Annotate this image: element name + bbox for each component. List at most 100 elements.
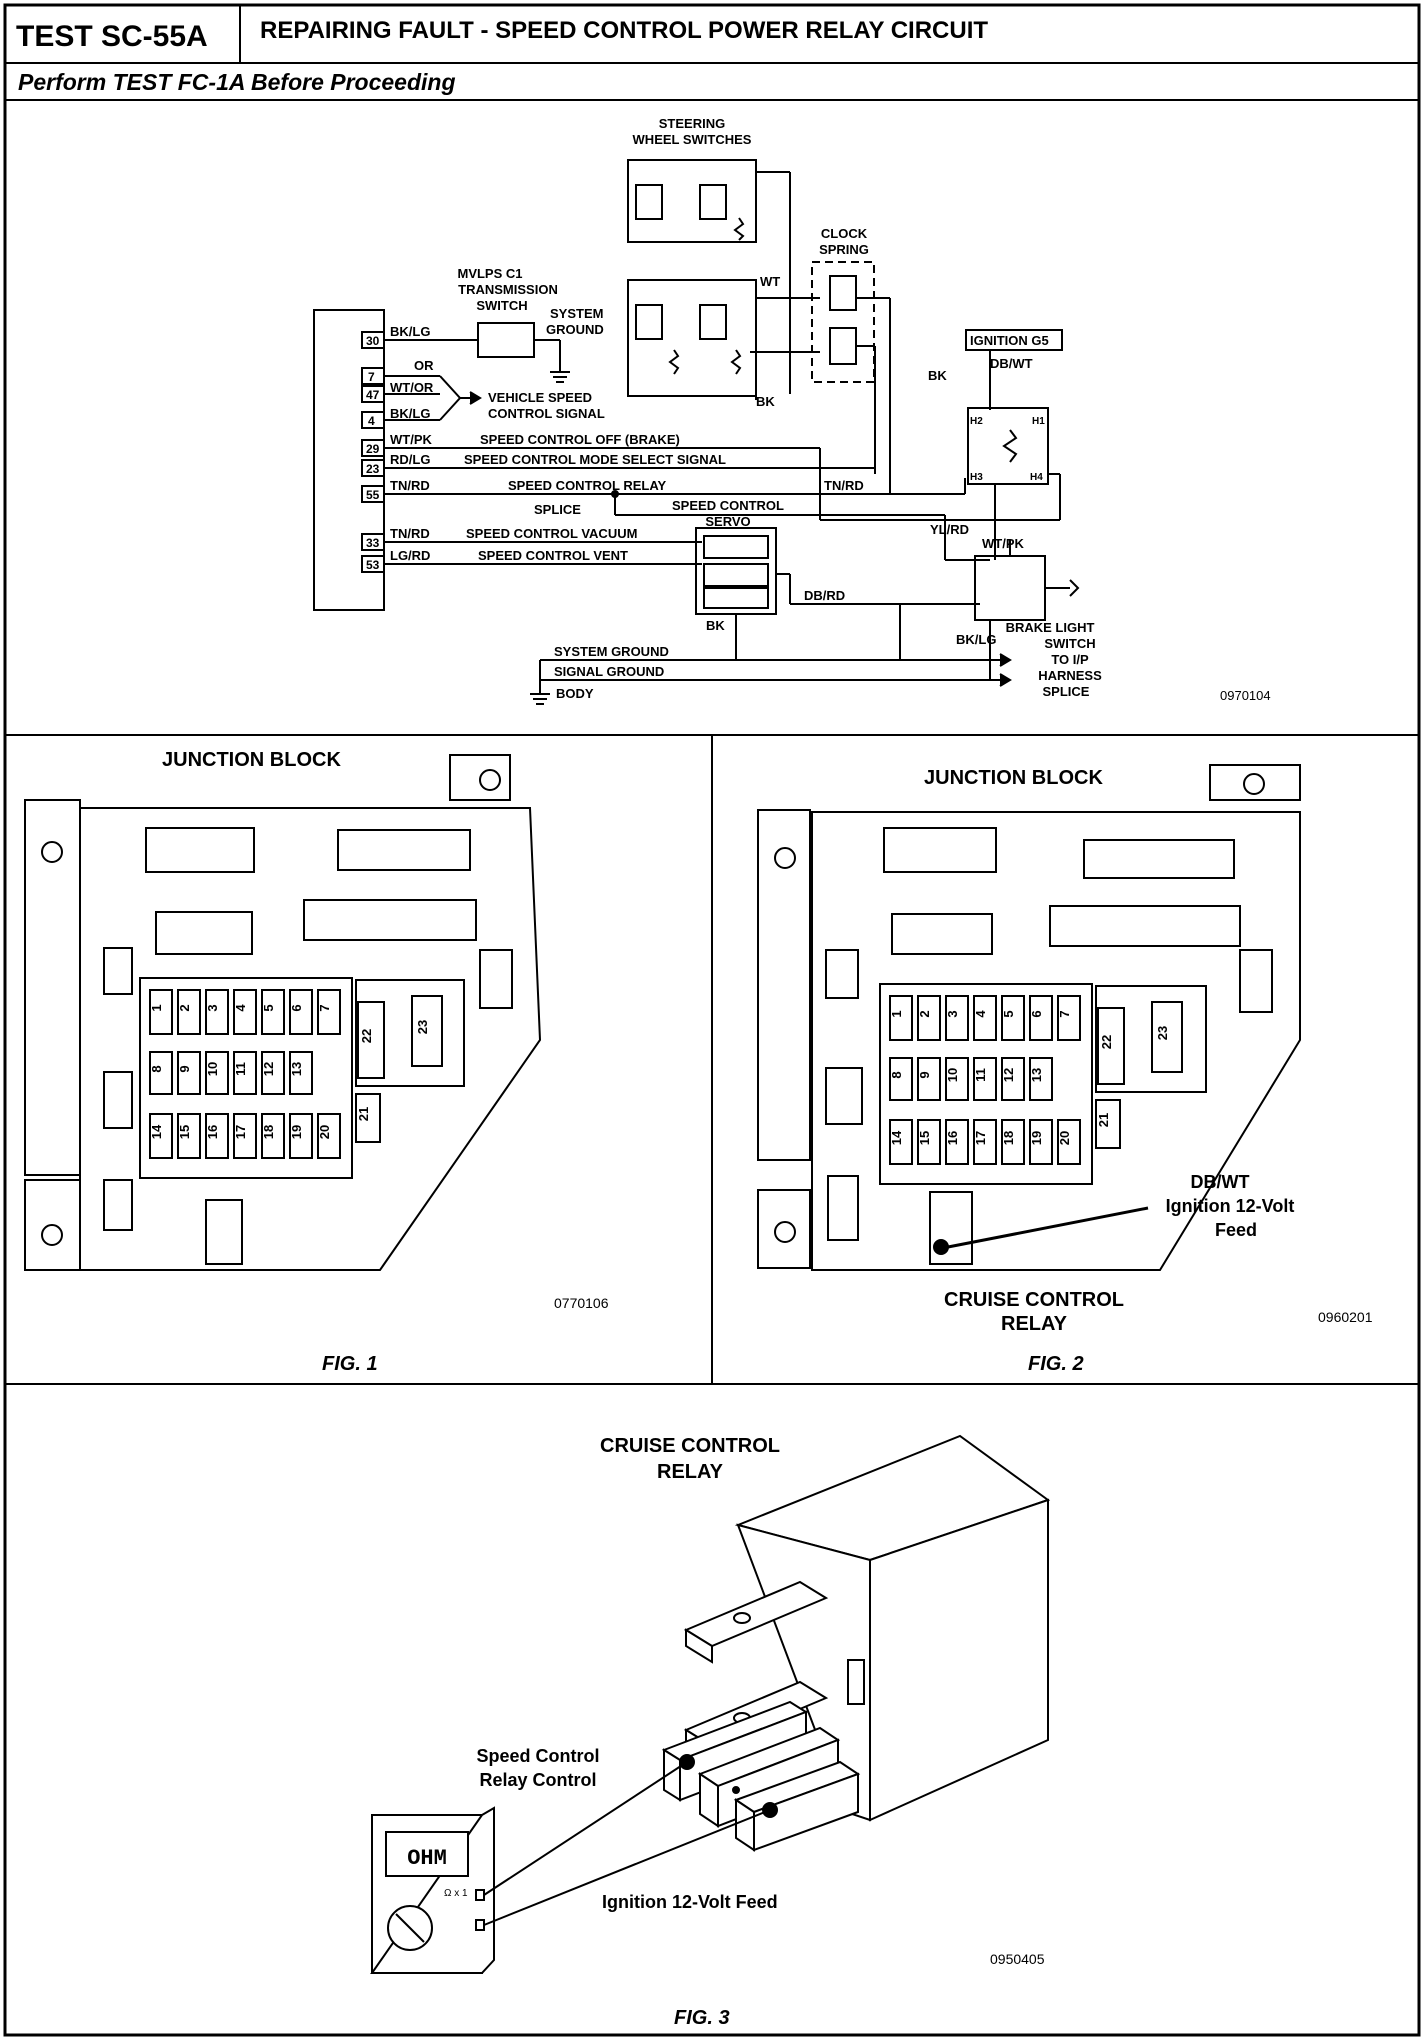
svg-text:TN/RD: TN/RD: [824, 478, 864, 493]
fuse-number: 12: [1001, 1068, 1016, 1082]
svg-text:WHEEL SWITCHES: WHEEL SWITCHES: [633, 132, 752, 147]
svg-text:SPLICE: SPLICE: [1043, 684, 1090, 699]
transmission-switch: [477, 322, 535, 358]
svg-text:SYSTEM: SYSTEM: [550, 306, 603, 321]
svg-text:RD/LG: RD/LG: [390, 452, 430, 467]
svg-text:H1: H1: [1032, 416, 1045, 427]
fuse-slot: [1151, 1001, 1183, 1073]
svg-text:TN/RD: TN/RD: [390, 526, 430, 541]
fig3-relay: [661, 1434, 1051, 1852]
fig3-label-feed: Ignition 12-Volt Feed: [602, 1892, 778, 1912]
fig2-code: 0960201: [1318, 1309, 1373, 1325]
svg-text:WT/OR: WT/OR: [390, 380, 434, 395]
fig1-junction-block: [24, 754, 542, 1271]
svg-text:OR: OR: [414, 358, 434, 373]
svg-text:CONTROL SIGNAL: CONTROL SIGNAL: [488, 406, 605, 421]
svg-text:STEERING: STEERING: [659, 116, 725, 131]
fuse-number: 16: [945, 1131, 960, 1145]
fuse-slot: [1001, 995, 1025, 1041]
fuse-slot: [889, 995, 913, 1041]
fuse-slot: [411, 995, 443, 1067]
svg-text:BK: BK: [756, 394, 775, 409]
fig3-title-2: RELAY: [657, 1461, 724, 1483]
svg-text:H4: H4: [1030, 472, 1043, 483]
fuse-slot: [1057, 1119, 1081, 1165]
fuse-number: 17: [973, 1131, 988, 1145]
fuse-slot: [1029, 1057, 1053, 1101]
svg-text:SPLICE: SPLICE: [534, 502, 581, 517]
fuse-slot: [177, 1051, 201, 1095]
fig2-title: JUNCTION BLOCK: [924, 767, 1103, 789]
fuse-slot: [1057, 995, 1081, 1041]
svg-text:BK/LG: BK/LG: [390, 324, 430, 339]
test-id: TEST SC-55A: [16, 20, 208, 53]
fuse-slot: [149, 989, 173, 1035]
fig2-callout-feed: Feed: [1215, 1220, 1257, 1240]
fuse-number: 10: [945, 1068, 960, 1082]
svg-text:LG/RD: LG/RD: [390, 548, 430, 563]
fuse-number: 15: [177, 1125, 192, 1139]
svg-text:BRAKE LIGHT: BRAKE LIGHT: [1006, 620, 1095, 635]
fuse-slot: [889, 1119, 913, 1165]
ignition-box: [965, 329, 1063, 351]
fuse-slot: [917, 1057, 941, 1101]
fuse-number: 13: [1029, 1068, 1044, 1082]
fuse-slot: [289, 989, 313, 1035]
fuse-number: 20: [1057, 1131, 1072, 1145]
fuse-number: 13: [289, 1062, 304, 1076]
page-frame: [3, 3, 1421, 2037]
svg-text:TO I/P: TO I/P: [1051, 652, 1089, 667]
svg-text:WT: WT: [760, 274, 780, 289]
svg-text:BK: BK: [706, 618, 725, 633]
svg-text:TN/RD: TN/RD: [390, 478, 430, 493]
fuse-slot: [945, 1057, 969, 1101]
fuse-number: 23: [1155, 1026, 1170, 1040]
page-subtitle: Perform TEST FC-1A Before Proceeding: [18, 69, 456, 95]
fuse-number: 22: [1099, 1035, 1114, 1049]
svg-text:BK: BK: [928, 368, 947, 383]
fuse-slot: [289, 1113, 313, 1159]
fuse-number: 5: [1001, 1010, 1016, 1017]
svg-text:SPEED CONTROL VACUUM: SPEED CONTROL VACUUM: [466, 526, 637, 541]
svg-text:SPEED CONTROL: SPEED CONTROL: [672, 498, 784, 513]
fuse-number: 3: [205, 1004, 220, 1011]
svg-text:WT/PK: WT/PK: [390, 432, 432, 447]
fuse-number: 9: [917, 1071, 932, 1078]
fuse-slot: [205, 1051, 229, 1095]
fuse-slot: [973, 1057, 997, 1101]
fig2-junction-block: [757, 764, 1301, 1271]
meter-range: Ω x 1: [444, 1888, 468, 1899]
svg-text:GROUND: GROUND: [546, 322, 604, 337]
svg-text:53: 53: [366, 558, 380, 572]
fuse-slot: [1001, 1119, 1025, 1165]
fuse-slot: [317, 1113, 341, 1159]
fuse-number: 4: [233, 1004, 248, 1012]
brake-light-switch: [974, 555, 1046, 621]
fuse-slot: [1097, 1007, 1125, 1085]
fig2-callout-color: DB/WT: [1191, 1172, 1250, 1192]
fuse-slot: [261, 1113, 285, 1159]
fuse-slot: [261, 989, 285, 1035]
fuse-number: 7: [1057, 1010, 1072, 1017]
fig1-caption: FIG. 1: [322, 1353, 378, 1375]
schematic-code: 0970104: [1220, 688, 1271, 703]
fuse-slot: [261, 1051, 285, 1095]
fuse-number: 1: [889, 1010, 904, 1017]
fuse-number: 18: [1001, 1131, 1016, 1145]
fuse-number: 17: [233, 1125, 248, 1139]
fuse-slot: [149, 1113, 173, 1159]
fig3-label-control-2: Relay Control: [479, 1770, 596, 1790]
svg-text:MVLPS C1: MVLPS C1: [457, 266, 522, 281]
fig1-relays: [103, 947, 513, 1265]
fuse-number: 18: [261, 1125, 276, 1139]
fuse-number: 16: [205, 1125, 220, 1139]
page-title: REPAIRING FAULT - SPEED CONTROL POWER RE…: [260, 17, 988, 44]
fuse-slot: [289, 1051, 313, 1095]
svg-text:SPEED CONTROL MODE SELECT SIGN: SPEED CONTROL MODE SELECT SIGNAL: [464, 452, 726, 467]
svg-text:VEHICLE SPEED: VEHICLE SPEED: [488, 390, 592, 405]
svg-text:WT/PK: WT/PK: [982, 536, 1024, 551]
fuse-number: 2: [917, 1010, 932, 1017]
fuse-slot: [1095, 1099, 1121, 1149]
fuse-slot: [917, 995, 941, 1041]
